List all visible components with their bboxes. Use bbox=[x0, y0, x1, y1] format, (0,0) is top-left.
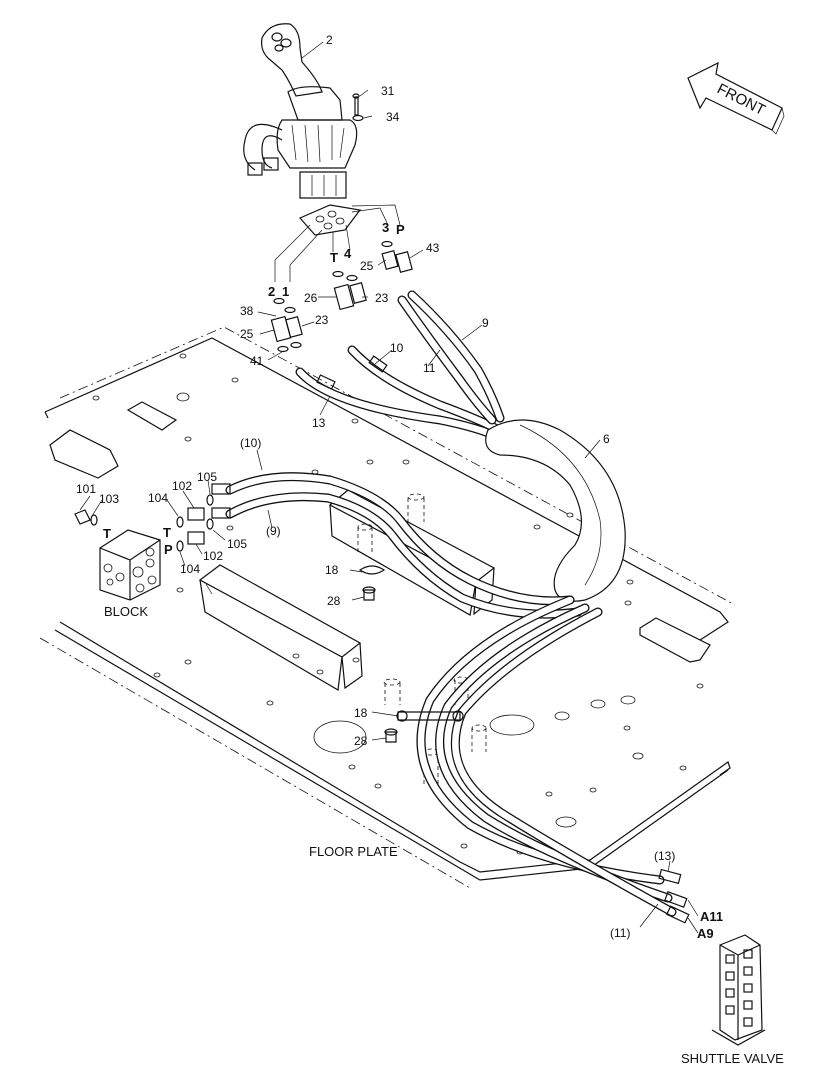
caption-block: BLOCK bbox=[104, 604, 148, 619]
label-102-bottom: 102 bbox=[203, 549, 223, 563]
leader-lines bbox=[79, 41, 699, 934]
label-43: 43 bbox=[426, 241, 440, 255]
label-105-bottom: 105 bbox=[227, 537, 247, 551]
port-p-top: P bbox=[396, 222, 405, 237]
hose-fittings bbox=[211, 355, 690, 924]
label-9-paren: (9) bbox=[266, 524, 281, 538]
caption-shuttle-valve: SHUTTLE VALVE bbox=[681, 1051, 784, 1066]
block-icon bbox=[74, 494, 214, 601]
joystick-icon bbox=[243, 23, 401, 282]
label-18-upper: 18 bbox=[325, 563, 339, 577]
label-28-upper: 28 bbox=[327, 594, 341, 608]
fittings-group bbox=[270, 240, 413, 353]
label-105-top: 105 bbox=[197, 470, 217, 484]
label-18-lower: 18 bbox=[354, 706, 368, 720]
label-101: 101 bbox=[76, 482, 96, 496]
clamp-upper bbox=[358, 565, 386, 601]
label-13-paren: (13) bbox=[654, 849, 675, 863]
shuttle-valve-icon bbox=[711, 934, 766, 1046]
port-labels: 2 1 T 4 3 P T T P A11 A9 bbox=[103, 220, 723, 941]
label-38: 38 bbox=[240, 304, 254, 318]
label-25-mid: 25 bbox=[240, 327, 254, 341]
label-23-top: 23 bbox=[375, 291, 389, 305]
label-28-lower: 28 bbox=[354, 734, 368, 748]
label-10: 10 bbox=[390, 341, 404, 355]
floor-plate-holes bbox=[49, 353, 711, 855]
label-104-bottom: 104 bbox=[180, 562, 200, 576]
label-6: 6 bbox=[603, 432, 610, 446]
port-1: 1 bbox=[282, 284, 289, 299]
port-t-mid: T bbox=[163, 525, 171, 540]
captions: FLOOR PLATE BLOCK SHUTTLE VALVE bbox=[104, 604, 784, 1066]
label-26: 26 bbox=[304, 291, 318, 305]
port-t-block: T bbox=[103, 526, 111, 541]
label-11: 11 bbox=[423, 361, 436, 375]
label-11-paren: (11) bbox=[610, 926, 630, 940]
front-arrow-icon: FRONT bbox=[687, 61, 785, 135]
label-9: 9 bbox=[482, 316, 489, 330]
label-2: 2 bbox=[326, 33, 333, 47]
port-t-top: T bbox=[330, 250, 338, 265]
label-102-top: 102 bbox=[172, 479, 192, 493]
front-label: FRONT bbox=[714, 80, 768, 119]
label-31: 31 bbox=[381, 84, 395, 98]
floor-plate bbox=[39, 326, 736, 889]
bracket-left bbox=[198, 564, 363, 691]
label-104-top: 104 bbox=[148, 491, 168, 505]
hose-bundle bbox=[211, 290, 690, 924]
label-23-mid: 23 bbox=[315, 313, 329, 327]
part-number-labels: 2 31 34 43 25 23 26 38 23 25 41 9 10 11 … bbox=[76, 33, 675, 940]
label-41: 41 bbox=[250, 354, 264, 368]
port-a11: A11 bbox=[700, 909, 723, 924]
label-34: 34 bbox=[386, 110, 400, 124]
label-103: 103 bbox=[99, 492, 119, 506]
port-a9: A9 bbox=[697, 926, 714, 941]
label-10-paren: (10) bbox=[240, 436, 261, 450]
port-2: 2 bbox=[268, 284, 275, 299]
protective-sleeve bbox=[485, 419, 626, 602]
caption-floor-plate: FLOOR PLATE bbox=[309, 844, 398, 859]
port-p-mid: P bbox=[164, 542, 173, 557]
label-13: 13 bbox=[312, 416, 326, 430]
label-25-top: 25 bbox=[360, 259, 374, 273]
port-4: 4 bbox=[344, 246, 352, 261]
port-3: 3 bbox=[382, 220, 389, 235]
